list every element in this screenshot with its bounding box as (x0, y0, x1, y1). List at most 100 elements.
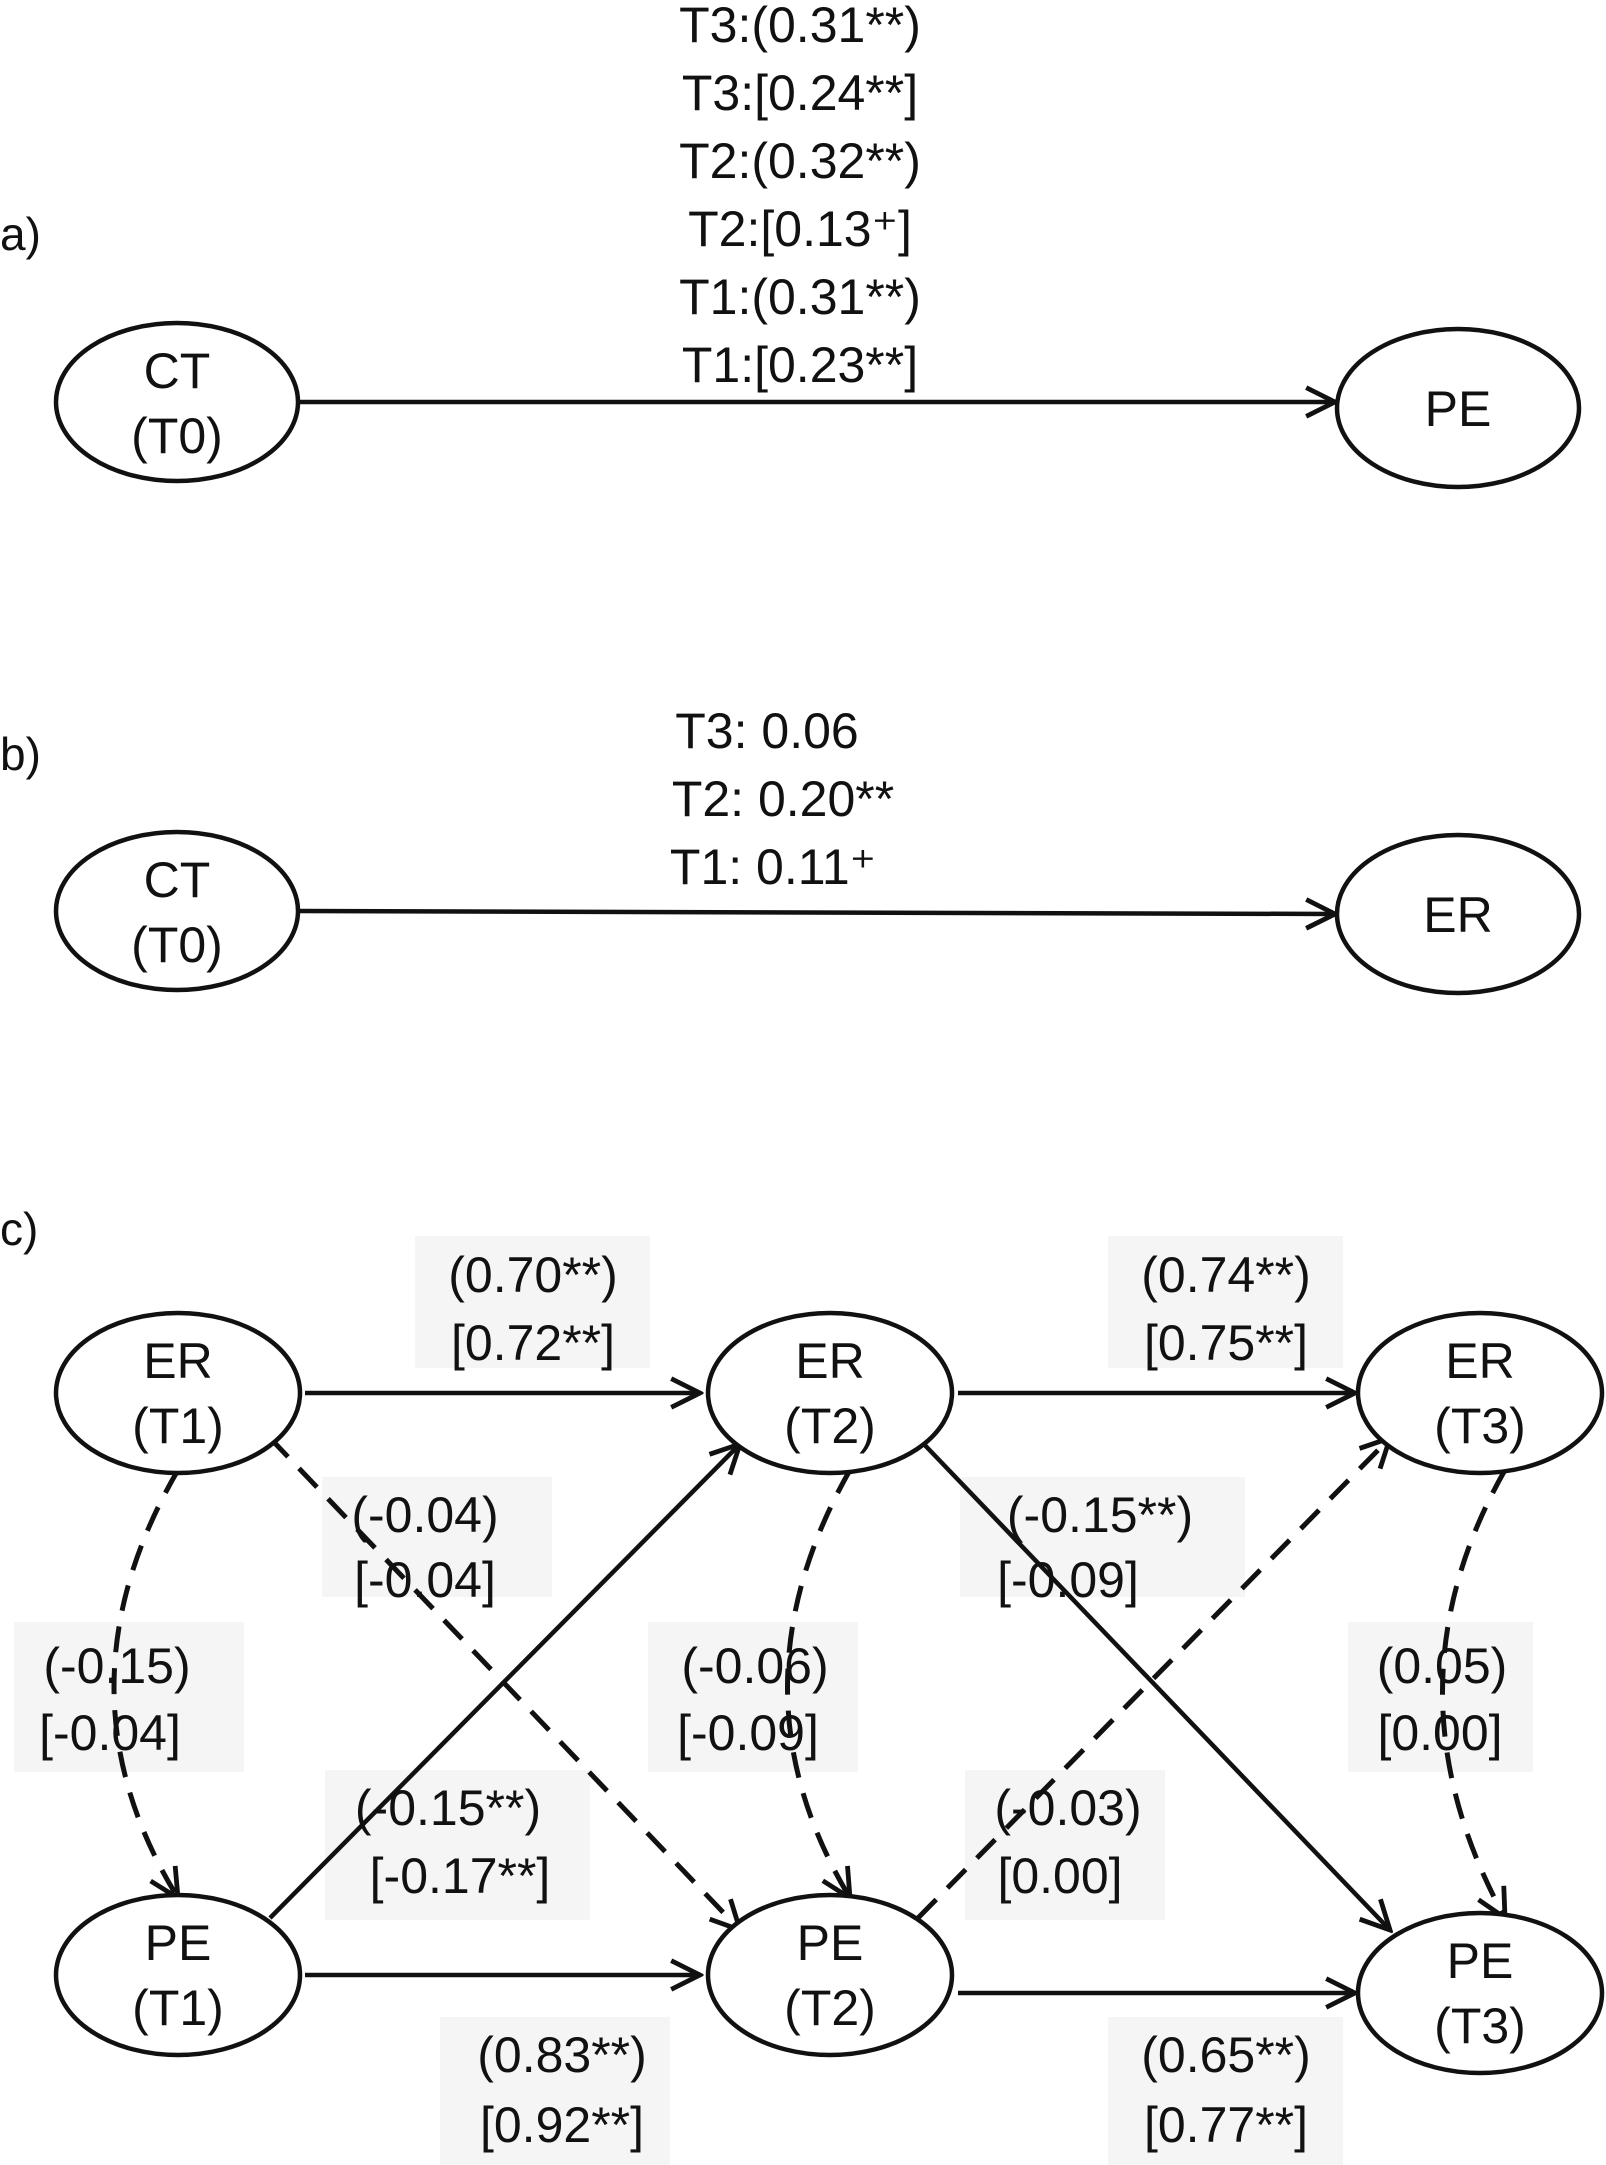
panel-b-coef-2: T2: 0.20** (672, 771, 894, 827)
node-line1: ER (1423, 887, 1492, 943)
label-cov-t1: (-0.15) [-0.04] (39, 1638, 191, 1761)
edge-label-line2: [0.00] (1377, 1705, 1502, 1761)
panel-b-node-er: ER (1334, 832, 1582, 996)
panel-b-coef-1: T3: 0.06 (675, 703, 858, 759)
edge-label-line2: [-0.09] (997, 1552, 1139, 1608)
node-line2: (T3) (1434, 1998, 1526, 2054)
label-bg (322, 1477, 552, 1597)
edge-cov-t1 (111, 1470, 178, 1898)
node-ellipse (1355, 1910, 1605, 2076)
node-line2: (T0) (131, 408, 223, 464)
panel-a-coef-6: T1:[0.23**] (682, 337, 918, 393)
edge-label-line2: [0.92**] (480, 2097, 644, 2153)
node-line2: (T0) (131, 917, 223, 973)
node-ellipse (53, 829, 301, 993)
node-ellipse (705, 1892, 955, 2058)
label-er-t1-pe-t2: (-0.04) [-0.04] (351, 1487, 498, 1608)
edge-label-line2: [0.77**] (1144, 2097, 1308, 2153)
edge-label-line2: [0.75**] (1144, 1315, 1308, 1371)
node-er-t2: ER (T2) (705, 1310, 955, 1476)
edge-label-line1: (-0.15**) (355, 1780, 541, 1836)
edge-cov-t3 (1440, 1470, 1506, 1918)
panel-a-label: a) (0, 208, 41, 260)
node-line2: (T2) (784, 1980, 876, 2036)
label-pe-t2-pe-t3: (0.65**) [0.77**] (1141, 2027, 1311, 2153)
node-line1: PE (145, 1915, 212, 1971)
edge-er-t2-pe-t3 (916, 1436, 1390, 1930)
node-ellipse (1334, 326, 1582, 490)
edge-er-t1-pe-t2 (268, 1436, 740, 1930)
node-line2: (T1) (132, 1398, 224, 1454)
panel-a-node-ct: CT (T0) (53, 320, 301, 484)
label-er-t2-er-t3: (0.74**) [0.75**] (1141, 1247, 1311, 1371)
node-ellipse (53, 320, 301, 484)
node-pe-t1: PE (T1) (53, 1892, 303, 2058)
panel-a-coef-1: T3:(0.31**) (679, 0, 921, 53)
panel-a-coef-4: T2:[0.13⁺] (688, 201, 912, 257)
label-bg (440, 2017, 670, 2165)
label-pe-t1-pe-t2: (0.83**) [0.92**] (477, 2027, 647, 2153)
edge-label-line2: [0.00] (997, 1848, 1122, 1904)
node-er-t1: ER (T1) (53, 1310, 303, 1476)
edge-label-line1: (0.83**) (477, 2027, 647, 2083)
panel-a: a) T3:(0.31**) T3:[0.24**] T2:(0.32**) T… (0, 0, 1582, 490)
node-ellipse (53, 1892, 303, 2058)
node-pe-t2: PE (T2) (705, 1892, 955, 2058)
panel-b-coef-3: T1: 0.11⁺ (670, 839, 876, 895)
edge-label-line1: (0.74**) (1141, 1247, 1311, 1303)
node-line1: ER (143, 1333, 212, 1389)
panel-a-coef-5: T1:(0.31**) (679, 269, 921, 325)
edge-label-line1: (0.70**) (448, 1247, 618, 1303)
label-cov-t3: (0.05) [0.00] (1377, 1638, 1508, 1761)
edge-label-line1: (-0.15**) (1007, 1487, 1193, 1543)
panel-a-node-pe: PE (1334, 326, 1582, 490)
node-ellipse (705, 1310, 955, 1476)
node-ellipse (53, 1310, 303, 1476)
label-er-t2-pe-t3: (-0.15**) [-0.09] (997, 1487, 1193, 1608)
node-er-t3: ER (T3) (1355, 1310, 1605, 1476)
node-ellipse (1355, 1310, 1605, 1476)
edge-cov-t2 (785, 1470, 851, 1898)
panel-b: b) T3: 0.06 T2: 0.20** T1: 0.11⁺ CT (T0)… (0, 703, 1582, 996)
label-cov-t2: (-0.06) [-0.09] (677, 1638, 829, 1761)
node-line1: ER (795, 1333, 864, 1389)
node-line1: PE (1447, 1933, 1514, 1989)
node-line1: CT (144, 343, 211, 399)
label-bg (965, 1770, 1165, 1920)
node-line2: (T3) (1434, 1398, 1526, 1454)
panel-c-label: c) (0, 1203, 38, 1255)
node-line1: ER (1445, 1333, 1514, 1389)
panel-c: c) (0.70**) [0.72**] (0, 1203, 1605, 2165)
label-pe-t2-er-t3: (-0.03) [0.00] (994, 1780, 1141, 1904)
label-bg (960, 1477, 1245, 1597)
node-pe-t3: PE (T3) (1355, 1910, 1605, 2076)
edge-label-line1: (0.65**) (1141, 2027, 1311, 2083)
node-line2: (T1) (132, 1980, 224, 2036)
panel-a-coef-3: T2:(0.32**) (679, 133, 921, 189)
edge-label-line2: [-0.09] (677, 1705, 819, 1761)
node-line1: CT (144, 852, 211, 908)
edge-label-line1: (0.05) (1377, 1638, 1508, 1694)
edge-pe-t2-er-t3 (916, 1438, 1390, 1920)
edge-label-line2: [0.72**] (451, 1315, 615, 1371)
panel-b-label: b) (0, 728, 41, 780)
edge-label-line1: (-0.15) (43, 1638, 190, 1694)
label-er-t1-er-t2: (0.70**) [0.72**] (448, 1247, 618, 1371)
edge-label-line2: [-0.17**] (370, 1848, 551, 1904)
label-bg (325, 1770, 590, 1920)
node-ellipse (1334, 832, 1582, 996)
node-line1: PE (1425, 381, 1492, 437)
label-pe-t1-er-t2: (-0.15**) [-0.17**] (355, 1780, 550, 1904)
node-line1: PE (797, 1915, 864, 1971)
edge-label-line1: (-0.04) (351, 1487, 498, 1543)
edge-label-line2: [-0.04] (354, 1552, 496, 1608)
label-bg (415, 1236, 650, 1368)
edge-label-line2: [-0.04] (39, 1705, 181, 1761)
panel-b-arrow (299, 911, 1335, 914)
panel-b-node-ct: CT (T0) (53, 829, 301, 993)
edge-label-line1: (-0.06) (681, 1638, 828, 1694)
node-line2: (T2) (784, 1398, 876, 1454)
label-bg (1108, 1236, 1343, 1368)
panel-a-coef-2: T3:[0.24**] (682, 65, 918, 121)
